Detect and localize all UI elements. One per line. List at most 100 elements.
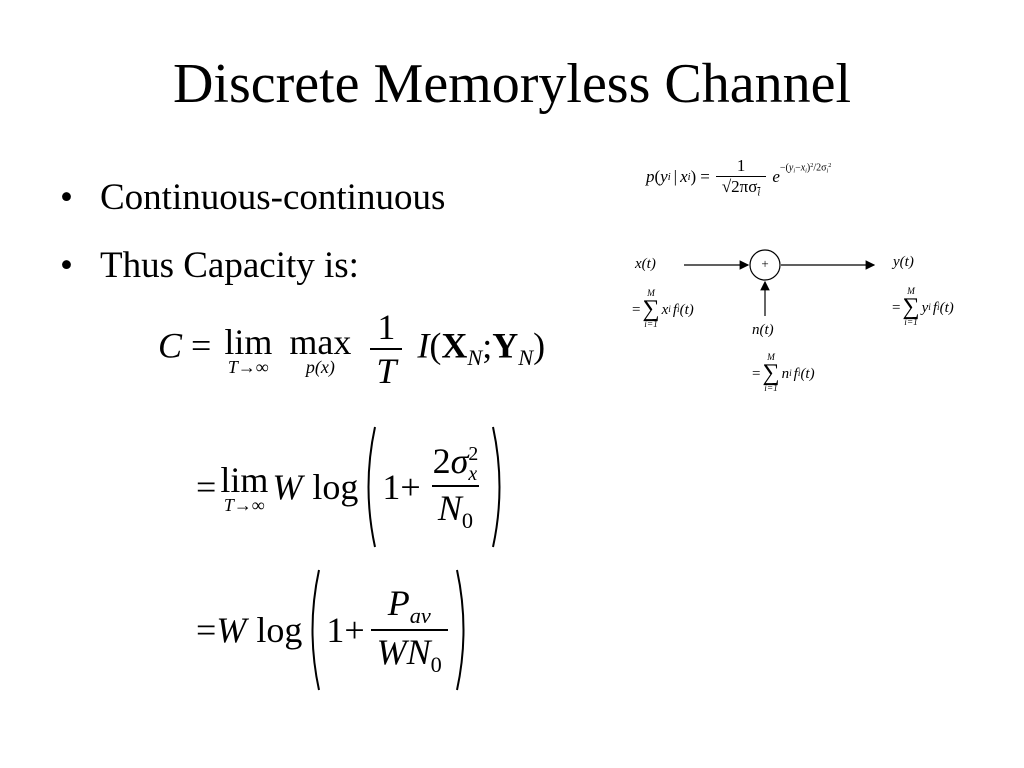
bandwidth-symbol: W	[272, 467, 303, 507]
exp-exponent: −(yi−xi)2/2σi2	[780, 162, 831, 175]
superscript: 2	[810, 162, 814, 170]
capacity-symbol: C	[158, 325, 183, 366]
fraction-denominator: √2πσi	[715, 176, 767, 199]
sum-upper-limit: M	[647, 289, 655, 299]
adder-circle-icon	[749, 249, 781, 281]
summation-icon: M ∑ i=1	[642, 289, 659, 330]
right-big-paren-icon	[455, 569, 465, 691]
log-function: log	[256, 610, 303, 650]
left-big-paren-icon	[311, 569, 321, 691]
exp-base: e	[772, 167, 780, 187]
pdf-y: y	[660, 167, 668, 187]
equals-sign: =	[196, 467, 217, 507]
subscript: i	[805, 167, 807, 175]
one: 1	[326, 610, 345, 650]
power-symbol: P	[387, 583, 410, 624]
limit-text: lim	[224, 321, 273, 362]
sigma-subscript: x	[468, 463, 478, 486]
vector-X: X	[441, 325, 468, 366]
subscript: i	[793, 167, 796, 175]
fraction-denominator: T	[370, 348, 403, 392]
slide-title: Discrete Memoryless Channel	[172, 53, 852, 115]
noise-signal-label: n(t)	[752, 322, 774, 338]
sigma-icon: ∑	[762, 360, 780, 387]
sum-upper-limit: M	[767, 353, 775, 363]
equals-sign: =	[700, 167, 710, 187]
bullet-list: • Continuous-continuous • Thus Capacity …	[60, 170, 445, 306]
noise-density-subscript: 0	[461, 507, 474, 533]
summation-icon: M ∑ i=1	[902, 287, 920, 328]
pdf-normalizer-fraction: 1 √2πσi	[715, 156, 767, 199]
pdf-p: p	[646, 167, 655, 187]
bullet-text: Continuous-continuous	[100, 177, 446, 218]
left-big-paren-icon	[367, 426, 377, 548]
max-operator: max p(x)	[289, 321, 351, 378]
bullet-dot-icon: •	[60, 245, 73, 286]
exponent-text: −	[795, 162, 801, 174]
equals-sign: =	[892, 299, 901, 316]
subscript: i	[667, 171, 671, 183]
vector-Y: Y	[492, 325, 519, 366]
fraction-denominator: WN0	[370, 629, 448, 678]
term-variable: x	[661, 301, 669, 318]
subscript: i	[677, 305, 680, 316]
input-signal-label: x(t)	[635, 256, 656, 272]
pdf-x: x	[680, 167, 688, 187]
limit-operator: lim T→∞	[220, 459, 268, 516]
sqrt-body: 2πσi	[731, 177, 760, 199]
superscript: 2	[828, 162, 832, 170]
limit-text: lim	[220, 459, 269, 500]
fraction-numerator: 1	[377, 307, 396, 347]
sigma-symbol: σ	[450, 441, 469, 482]
equals-sign: =	[752, 365, 761, 382]
bandwidth-symbol: W	[216, 610, 247, 650]
power-subscript: av	[409, 603, 431, 628]
basis-function: f	[793, 365, 798, 382]
fraction-denominator: N0	[431, 484, 480, 534]
exponent-text: /2σ	[813, 162, 827, 174]
basis-function: f	[932, 299, 938, 316]
adder-label: +	[761, 256, 769, 271]
sqrt-icon: √	[721, 177, 732, 196]
sqrt-text: 2πσ	[731, 177, 758, 196]
paren: (	[654, 167, 661, 187]
right-paren: )	[533, 325, 546, 366]
equals-sign: =	[196, 610, 217, 650]
paren: )	[690, 167, 697, 187]
subscript: i	[789, 369, 792, 380]
capacity-equation-line-1: C = lim T→∞ max p(x) 1 T I(XN;YN)	[158, 306, 545, 392]
limit-subscript: T→∞	[223, 494, 265, 515]
exponent-text: y	[788, 162, 794, 174]
wn-symbol: WN	[376, 632, 431, 672]
conditional-bar: |	[673, 167, 678, 187]
plus-sign: +	[400, 467, 421, 507]
power-fraction: Pav WN0	[370, 582, 448, 678]
sigma-icon: ∑	[902, 294, 920, 321]
subscript: i	[668, 305, 671, 316]
fraction-numerator: 1	[736, 156, 746, 175]
semicolon: ;	[482, 325, 493, 366]
max-text: max	[289, 321, 352, 362]
left-paren: (	[429, 325, 442, 366]
vector-X-subscript: N	[467, 345, 483, 371]
output-signal-label: y(t)	[893, 254, 914, 270]
term-argument: (t)	[939, 299, 954, 316]
fraction-numerator: Pav	[382, 582, 437, 629]
bullet-dot-icon: •	[60, 177, 73, 218]
term-argument: (t)	[679, 301, 694, 318]
term-variable: y	[921, 299, 929, 316]
exponent-text: x	[800, 162, 806, 174]
term-variable: n	[781, 365, 790, 382]
limit-subscript: T→∞	[227, 356, 269, 377]
limit-operator: lim T→∞	[224, 321, 272, 378]
max-subscript: p(x)	[305, 356, 335, 377]
bullet-item: • Thus Capacity is:	[60, 238, 445, 306]
